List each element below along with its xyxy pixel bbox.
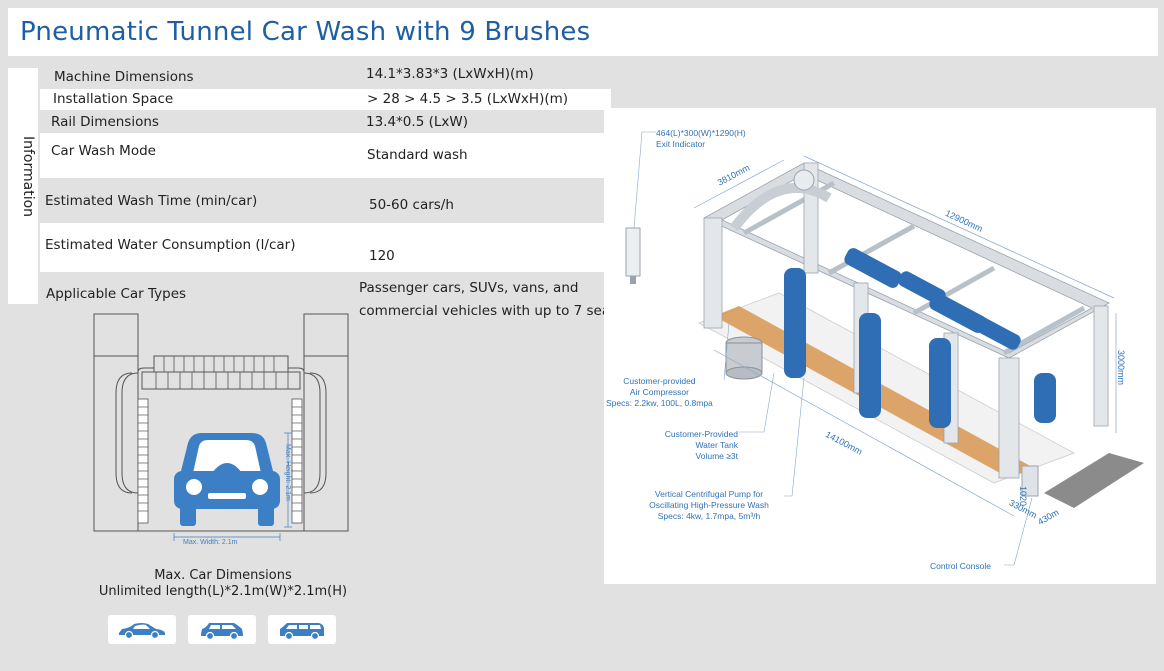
tunnel-drawing	[625, 131, 1144, 566]
tunnel-illustration: 464(L)*300(W)*1290(H) Exit Indicator 381…	[604, 108, 1156, 584]
spec-row-water-consumption: Estimated Water Consumption (l/car) 120	[40, 223, 605, 272]
spec-value: > 28 > 4.5 > 3.5 (LxWxH)(m)	[367, 91, 569, 107]
spec-label: Estimated Water Consumption (l/car)	[45, 237, 296, 253]
spec-value-line1: Passenger cars, SUVs, vans, and	[359, 280, 579, 296]
title-bar: Pneumatic Tunnel Car Wash with 9 Brushes	[8, 8, 1158, 56]
exit-indicator-spec: 464(L)*300(W)*1290(H)	[656, 128, 746, 138]
spec-value-line2: commercial vehicles with up to 7 seats	[359, 303, 623, 319]
suv-icon	[201, 622, 243, 640]
spec-row-rail-dimensions: Rail Dimensions 13.4*0.5 (LxW)	[40, 111, 605, 132]
compressor-line2: Air Compressor	[629, 387, 689, 397]
tank-line2: Water Tank	[695, 440, 738, 450]
spec-row-car-wash-mode: Car Wash Mode Standard wash	[40, 133, 605, 178]
water-tank-annotation: Customer-Provided Water Tank Volume ≥3t	[648, 429, 738, 462]
pump-line3: Specs: 4kw, 1.7mpa, 5m³/h	[657, 511, 761, 521]
pump-annotation: Vertical Centrifugal Pump for Oscillatin…	[634, 489, 784, 522]
spec-label: Machine Dimensions	[54, 69, 194, 85]
spec-row-installation-space: Installation Space > 28 > 4.5 > 3.5 (LxW…	[40, 89, 611, 110]
car-front-icon	[174, 433, 280, 526]
max-car-dimensions: Max. Car Dimensions Unlimited length(L)*…	[98, 568, 348, 600]
car-type-van	[268, 615, 336, 644]
page-title: Pneumatic Tunnel Car Wash with 9 Brushes	[20, 17, 591, 47]
spec-label: Rail Dimensions	[51, 114, 159, 130]
pump-line2: Oscillating High-Pressure Wash	[649, 500, 769, 510]
compressor-line1: Customer-provided	[623, 376, 696, 386]
spec-label: Estimated Wash Time (min/car)	[45, 193, 258, 209]
info-label: Information	[20, 136, 36, 218]
spec-row-wash-time: Estimated Wash Time (min/car) 50-60 cars…	[40, 179, 605, 222]
spec-label: Applicable Car Types	[46, 286, 187, 302]
wash-bay-diagram: Max. Height: 2.1m Max. Width: 2.1m	[92, 313, 354, 553]
exit-indicator-label: Exit Indicator	[656, 139, 706, 149]
tank-line3: Volume ≥3t	[695, 451, 738, 461]
max-width-label: Max. Width: 2.1m	[183, 539, 238, 546]
spec-row-car-types: Applicable Car Types Passenger cars, SUV…	[40, 274, 622, 324]
compressor-line3: Specs: 2.2kw, 100L, 0.8mpa	[606, 398, 713, 408]
max-car-dimensions-value: Unlimited length(L)*2.1m(W)*2.1m(H)	[98, 584, 348, 599]
tank-line1: Customer-Provided	[664, 429, 738, 439]
spec-value: Standard wash	[367, 147, 468, 163]
spec-value: 13.4*0.5 (LxW)	[366, 114, 468, 130]
max-height-label: Max. Height: 2.1m	[284, 444, 291, 501]
height-dimension: 3000mm	[1116, 350, 1126, 386]
air-compressor-annotation: Customer-provided Air Compressor Specs: …	[606, 376, 713, 409]
info-section-label: Information	[8, 68, 38, 304]
spec-value: 120	[369, 248, 395, 264]
spec-row-machine-dimensions: Machine Dimensions 14.1*3.83*3 (LxWxH)(m…	[40, 66, 605, 88]
car-type-sedan	[108, 615, 176, 644]
spec-label: Car Wash Mode	[51, 143, 156, 159]
van-icon	[280, 622, 324, 640]
spec-label: Installation Space	[53, 91, 174, 107]
pump-line1: Vertical Centrifugal Pump for	[654, 489, 764, 499]
control-console-label: Control Console	[930, 561, 991, 571]
exit-indicator-annotation: 464(L)*300(W)*1290(H) Exit Indicator	[656, 128, 746, 150]
max-car-dimensions-title: Max. Car Dimensions	[154, 568, 292, 583]
sedan-icon	[119, 622, 165, 639]
dim-1020: 1020	[1018, 486, 1028, 507]
spec-value: 14.1*3.83*3 (LxWxH)(m)	[366, 66, 534, 82]
spec-value: 50-60 cars/h	[369, 197, 454, 213]
car-type-suv	[188, 615, 256, 644]
